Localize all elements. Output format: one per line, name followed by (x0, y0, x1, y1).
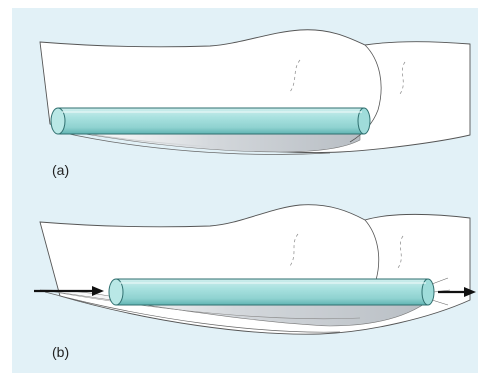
panel-a-tube (51, 108, 370, 134)
panel-b-label: (b) (52, 344, 69, 360)
panel-a-label: (a) (52, 162, 69, 178)
panel-b-tube (109, 279, 434, 305)
